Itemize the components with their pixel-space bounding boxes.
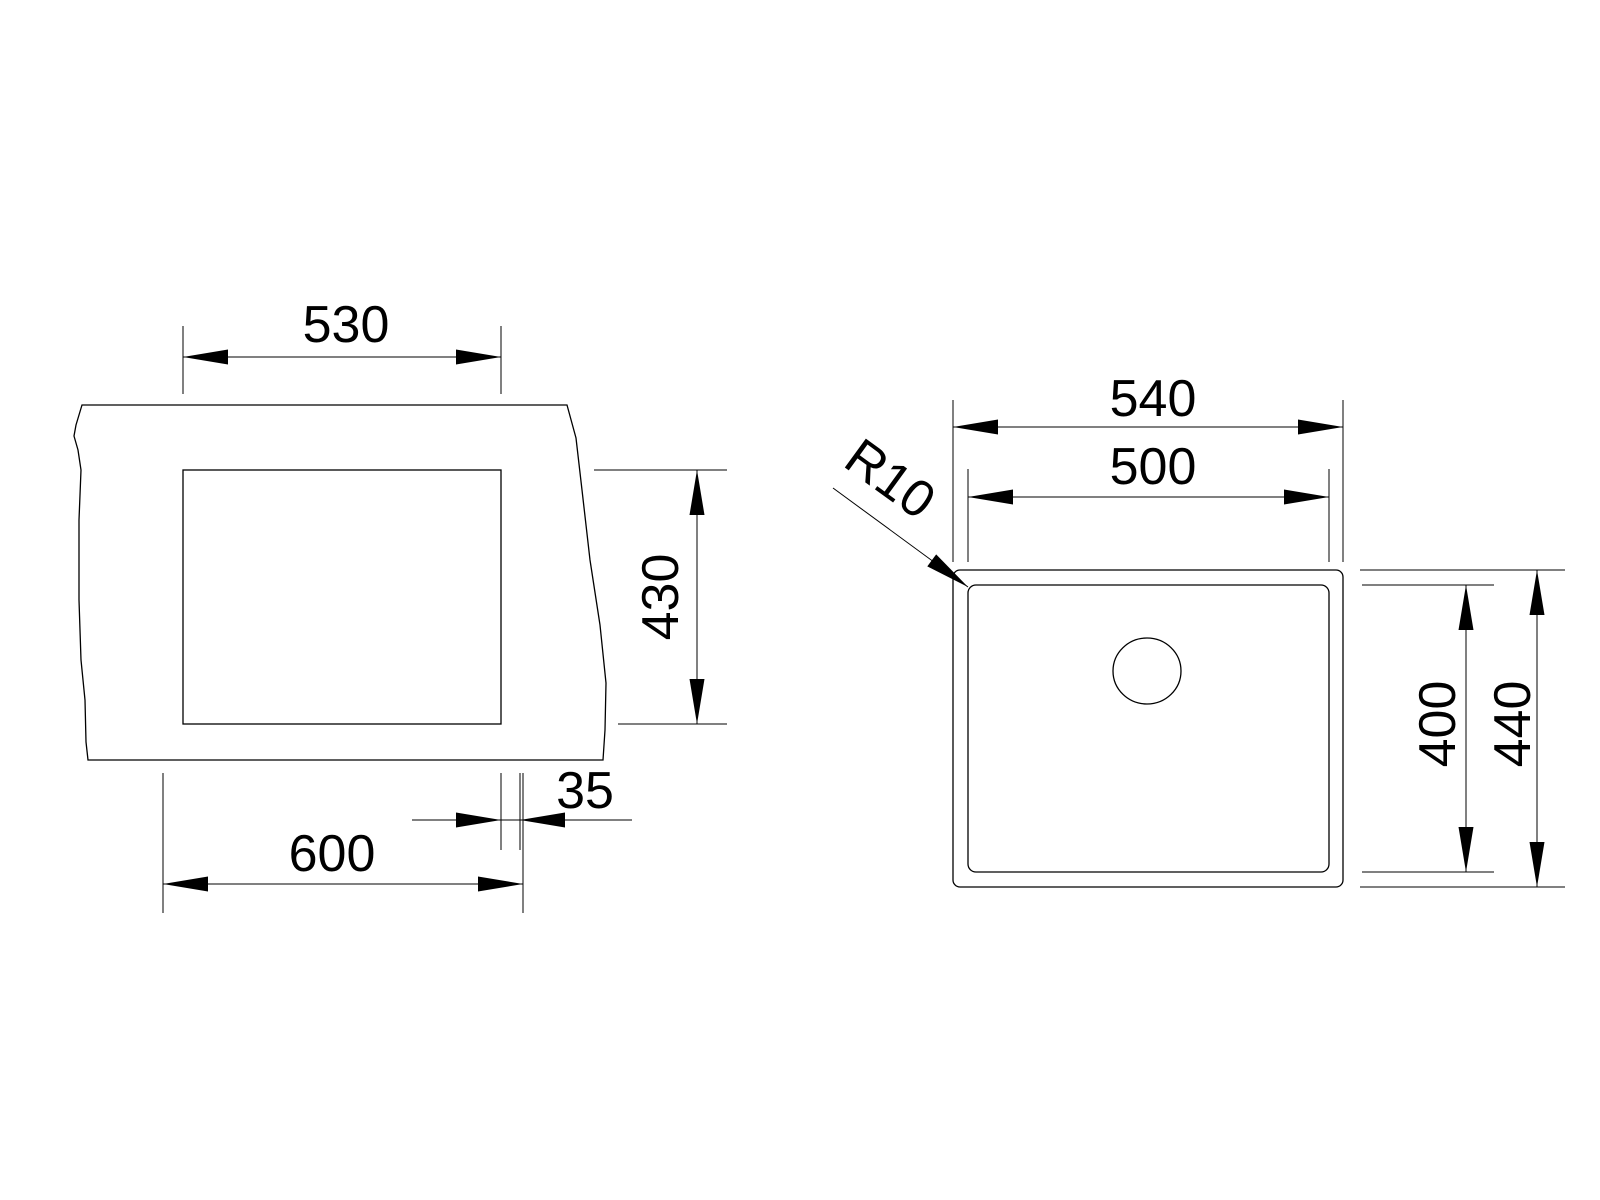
dim-35-label: 35 [556,762,614,820]
dim-r10: R10 [832,428,973,594]
dim-500: 500 [967,438,1330,562]
dim-400-label: 400 [1409,681,1467,768]
cutout-rectangle [182,469,502,725]
dim-600-label: 600 [289,825,376,883]
dim-530: 530 [182,296,502,394]
dim-540-label: 540 [1110,370,1197,428]
cutout-view: 530 430 600 35 [73,296,727,913]
sink-outer-rim [952,569,1344,888]
dim-540: 540 [952,370,1344,562]
countertop-outline [73,404,607,761]
dim-440-label: 440 [1484,681,1542,768]
dim-530-label: 530 [303,296,390,354]
dim-400: 400 [1362,584,1494,873]
dim-600: 600 [162,773,524,913]
dim-440: 440 [1360,569,1565,888]
dim-500-label: 500 [1110,438,1197,496]
dim-430: 430 [594,469,727,725]
drain-hole [1112,637,1182,705]
dim-35: 35 [412,762,632,850]
dim-430-label: 430 [632,554,690,641]
dim-r10-label: R10 [834,428,945,531]
sink-view: 540 500 R10 400 [832,370,1565,888]
sink-bowl [967,584,1330,873]
